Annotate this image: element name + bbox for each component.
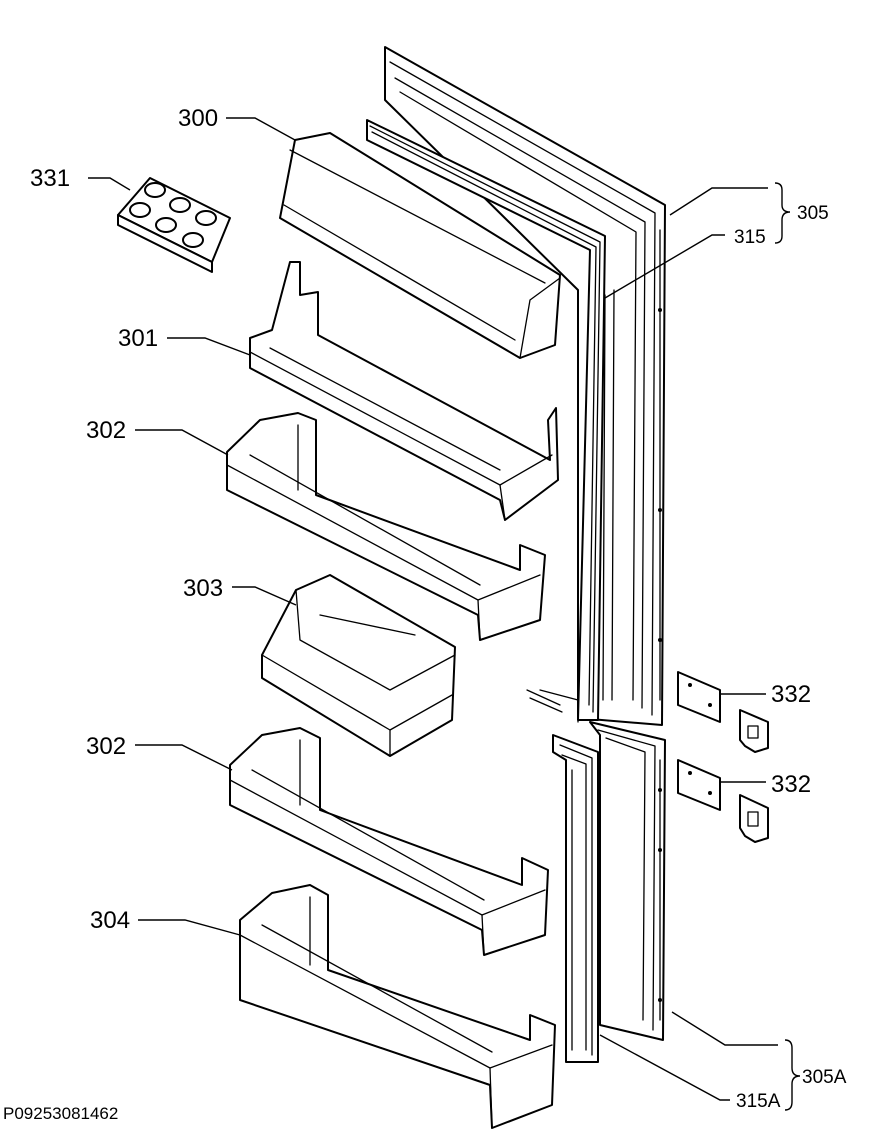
label-302-upper: 302 — [86, 417, 126, 444]
label-331: 331 — [30, 165, 70, 192]
door-shelf-lower — [229, 727, 549, 956]
label-305a: 305A — [802, 1067, 847, 1088]
lower-door-gasket — [552, 734, 599, 1063]
door-shelf-upper — [226, 412, 546, 641]
label-315a: 315A — [736, 1091, 781, 1112]
door-bar-shelf — [249, 261, 559, 521]
label-305: 305 — [797, 203, 829, 224]
label-301: 301 — [118, 325, 158, 352]
lower-door-panel — [589, 721, 666, 1041]
brace-305a — [784, 1039, 801, 1111]
upper-door-gasket — [366, 119, 606, 723]
label-304: 304 — [90, 907, 130, 934]
hinge-part-lower — [677, 759, 769, 843]
egg-tray — [117, 177, 231, 273]
bottle-holder — [261, 574, 456, 757]
label-302-lower: 302 — [86, 733, 126, 760]
label-332-lower: 332 — [771, 771, 811, 798]
dairy-compartment-lid — [279, 132, 561, 359]
leader-lines — [88, 117, 778, 1101]
label-300: 300 — [178, 105, 218, 132]
label-332-upper: 332 — [771, 681, 811, 708]
brace-305 — [774, 182, 791, 244]
reference-code: P09253081462 — [3, 1104, 118, 1123]
label-315: 315 — [734, 227, 766, 248]
hinge-part-upper — [677, 671, 769, 753]
label-303: 303 — [183, 575, 223, 602]
bottle-shelf — [239, 884, 556, 1129]
